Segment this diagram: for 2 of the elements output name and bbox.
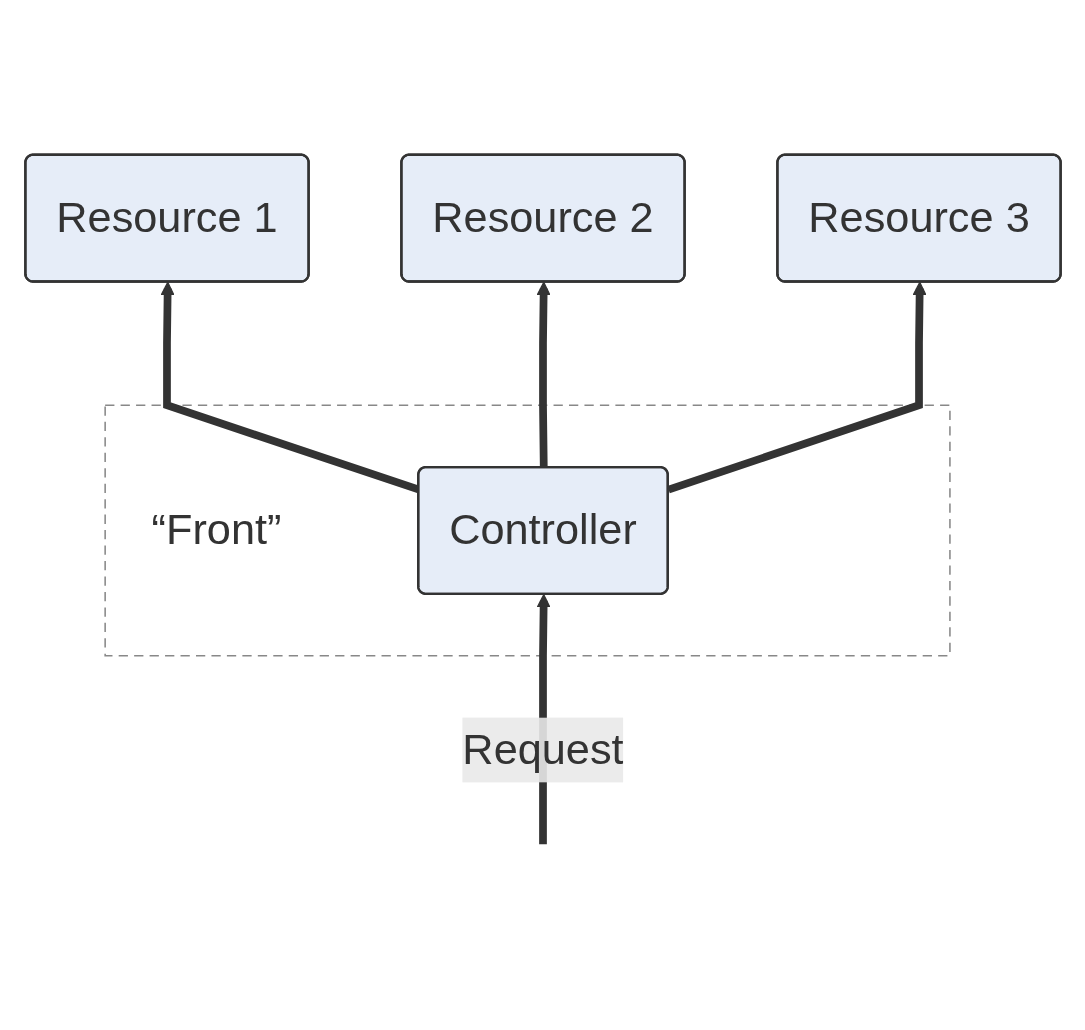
arrow <box>536 281 550 468</box>
edge-label: Request <box>461 725 624 774</box>
